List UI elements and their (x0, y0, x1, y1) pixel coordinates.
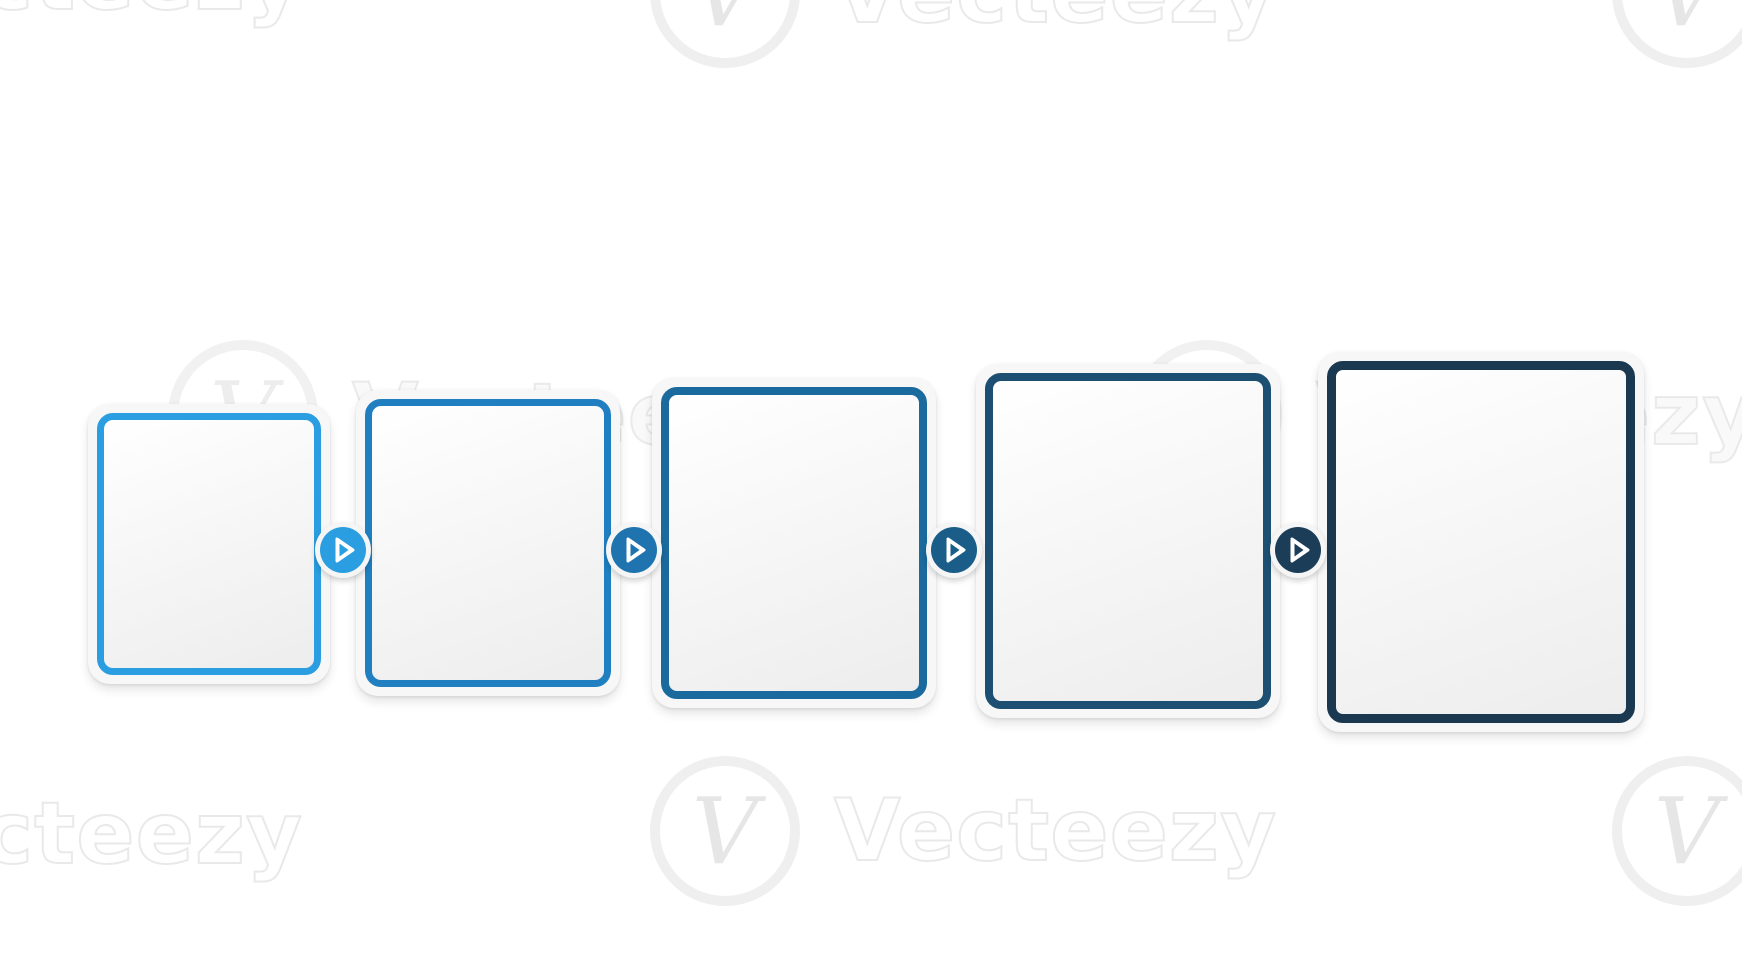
step-card-1-frame (97, 413, 321, 675)
play-arrow-icon (1290, 537, 1310, 563)
watermark: V Vecteezy (650, 756, 1277, 906)
play-arrow-icon (946, 537, 966, 563)
play-arrow-icon (335, 537, 355, 563)
watermark-logo-icon: V (650, 756, 800, 906)
arrow-connector-1 (315, 522, 371, 578)
watermark-logo-icon: V (1612, 0, 1742, 68)
step-card-4-frame (985, 373, 1271, 709)
step-card-3 (652, 378, 936, 708)
step-card-3-frame (661, 387, 927, 699)
watermark-text: Vecteezy (833, 0, 1277, 44)
step-card-2-frame (365, 399, 611, 687)
play-arrow-icon (626, 537, 646, 563)
watermark-text: Vecteezy (0, 783, 304, 885)
watermark: V (1612, 0, 1742, 68)
step-card-4 (976, 364, 1280, 718)
watermark: Vecteezy (0, 783, 304, 885)
watermark-logo-icon: V (650, 0, 800, 68)
watermark-text: Vecteezy (0, 0, 303, 31)
step-card-5 (1318, 352, 1644, 732)
arrow-connector-4 (1270, 522, 1326, 578)
watermark-logo-icon: V (1612, 756, 1742, 906)
arrow-connector-2 (606, 522, 662, 578)
step-card-1 (88, 404, 330, 684)
watermark-text: Vecteezy (833, 780, 1278, 882)
watermark: Vecteezy (0, 0, 303, 31)
watermark: V Vecteezy (650, 0, 1277, 68)
step-card-5-frame (1327, 361, 1635, 723)
watermark: V (1612, 756, 1742, 906)
step-card-2 (356, 390, 620, 696)
arrow-connector-3 (926, 522, 982, 578)
